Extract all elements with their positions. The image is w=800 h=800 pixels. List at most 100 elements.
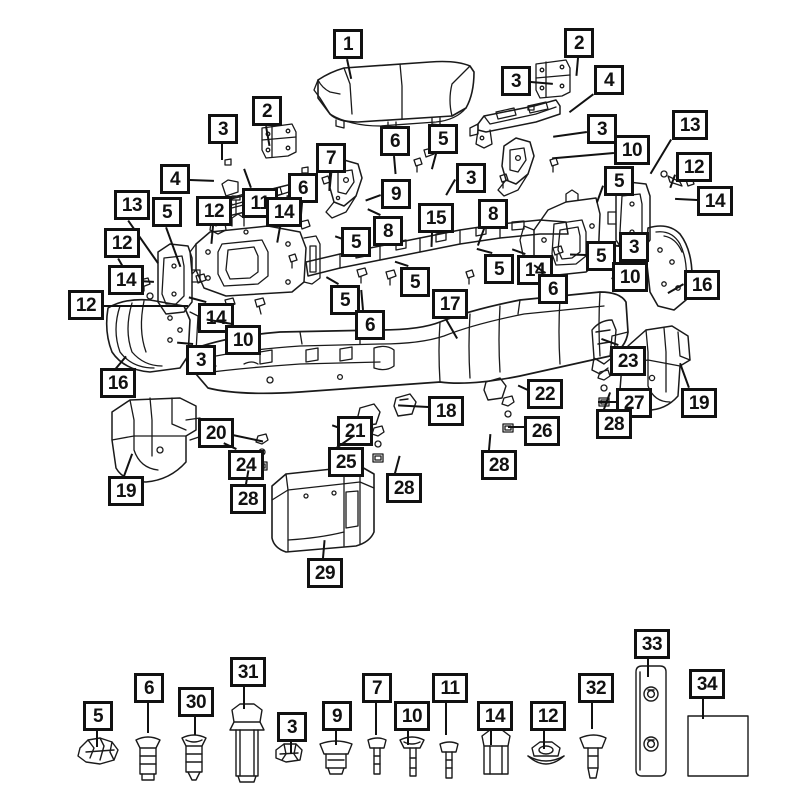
callout-leader-32 [591, 703, 593, 729]
callout-leader-30 [194, 717, 196, 735]
callout-31[interactable]: 31 [230, 657, 266, 687]
callout-13[interactable]: 13 [672, 110, 708, 140]
callout-1[interactable]: 1 [333, 29, 363, 59]
callout-14[interactable]: 14 [477, 701, 513, 731]
callout-14[interactable]: 14 [517, 255, 553, 285]
callout-3[interactable]: 3 [501, 66, 531, 96]
callout-3[interactable]: 3 [208, 114, 238, 144]
callout-5[interactable]: 5 [604, 166, 634, 196]
callout-leader-12 [98, 305, 188, 307]
callout-5[interactable]: 5 [83, 701, 113, 731]
callout-3[interactable]: 3 [619, 232, 649, 262]
callout-16[interactable]: 16 [100, 368, 136, 398]
callout-7[interactable]: 7 [316, 143, 346, 173]
callout-12[interactable]: 12 [68, 290, 104, 320]
callout-33[interactable]: 33 [634, 629, 670, 659]
callout-4[interactable]: 4 [160, 164, 190, 194]
callout-13[interactable]: 13 [114, 190, 150, 220]
callout-leader-14 [490, 731, 492, 745]
callout-3[interactable]: 3 [186, 345, 216, 375]
callout-leader-34 [702, 699, 704, 719]
callout-18[interactable]: 18 [428, 396, 464, 426]
callout-9[interactable]: 9 [381, 179, 411, 209]
hardware-31 [229, 703, 265, 783]
callout-23[interactable]: 23 [610, 346, 646, 376]
callout-3[interactable]: 3 [456, 163, 486, 193]
part-corner-left [111, 397, 203, 483]
hardware-5 [77, 737, 119, 765]
hardware-12 [527, 741, 565, 765]
callout-16[interactable]: 16 [684, 270, 720, 300]
callout-10[interactable]: 10 [612, 262, 648, 292]
callout-12[interactable]: 12 [104, 228, 140, 258]
callout-24[interactable]: 24 [228, 450, 264, 480]
callout-14[interactable]: 14 [266, 197, 302, 227]
callout-14[interactable]: 14 [108, 265, 144, 295]
callout-20[interactable]: 20 [198, 418, 234, 448]
callout-5[interactable]: 5 [586, 241, 616, 271]
callout-4[interactable]: 4 [594, 65, 624, 95]
part-rail-right [469, 99, 561, 149]
callout-leader-10 [407, 731, 409, 745]
callout-28[interactable]: 28 [386, 473, 422, 503]
callout-2[interactable]: 2 [252, 96, 282, 126]
callout-22[interactable]: 22 [527, 379, 563, 409]
callout-leader-11 [445, 703, 447, 735]
callout-leader-7 [375, 703, 377, 735]
callout-19[interactable]: 19 [108, 476, 144, 506]
callout-32[interactable]: 32 [578, 673, 614, 703]
callout-leader-5 [96, 731, 98, 747]
callout-6[interactable]: 6 [538, 274, 568, 304]
hardware-34 [687, 715, 749, 777]
callout-3[interactable]: 3 [587, 114, 617, 144]
callout-12[interactable]: 12 [530, 701, 566, 731]
callout-10[interactable]: 10 [225, 325, 261, 355]
callout-3[interactable]: 3 [277, 712, 307, 742]
callout-leader-9 [335, 731, 337, 745]
callout-5[interactable]: 5 [400, 267, 430, 297]
part-upper-beam [313, 60, 475, 130]
callout-6[interactable]: 6 [134, 673, 164, 703]
callout-2[interactable]: 2 [564, 28, 594, 58]
callout-leader-3 [221, 144, 223, 160]
callout-leader-26 [508, 426, 524, 428]
hardware-30 [181, 734, 207, 781]
callout-9[interactable]: 9 [322, 701, 352, 731]
part-clip-18 [393, 393, 417, 417]
callout-19[interactable]: 19 [681, 388, 717, 418]
callout-34[interactable]: 34 [689, 669, 725, 699]
callout-6[interactable]: 6 [355, 310, 385, 340]
callout-5[interactable]: 5 [484, 254, 514, 284]
callout-28[interactable]: 28 [596, 409, 632, 439]
callout-5[interactable]: 5 [152, 197, 182, 227]
callout-28[interactable]: 28 [481, 450, 517, 480]
callout-5[interactable]: 5 [428, 124, 458, 154]
part-clip-22 [483, 377, 507, 401]
callout-28[interactable]: 28 [230, 484, 266, 514]
callout-30[interactable]: 30 [178, 687, 214, 717]
callout-8[interactable]: 8 [373, 216, 403, 246]
callout-5[interactable]: 5 [341, 227, 371, 257]
callout-7[interactable]: 7 [362, 673, 392, 703]
callout-11[interactable]: 11 [432, 673, 468, 703]
hardware-11 [439, 741, 459, 779]
hardware-6 [135, 736, 161, 781]
callout-29[interactable]: 29 [307, 558, 343, 588]
fastener-cluster-right-a [501, 395, 515, 433]
callout-17[interactable]: 17 [432, 289, 468, 319]
hardware-9 [319, 740, 353, 775]
callout-14[interactable]: 14 [697, 186, 733, 216]
callout-12[interactable]: 12 [676, 152, 712, 182]
callout-12[interactable]: 12 [196, 196, 232, 226]
callout-10[interactable]: 10 [614, 135, 650, 165]
callout-25[interactable]: 25 [328, 447, 364, 477]
callout-15[interactable]: 15 [418, 203, 454, 233]
hardware-14 [481, 729, 511, 775]
callout-6[interactable]: 6 [380, 126, 410, 156]
callout-10[interactable]: 10 [394, 701, 430, 731]
hardware-33 [635, 665, 667, 777]
callout-8[interactable]: 8 [478, 199, 508, 229]
part-bracket-9 [497, 137, 535, 197]
callout-26[interactable]: 26 [524, 416, 560, 446]
